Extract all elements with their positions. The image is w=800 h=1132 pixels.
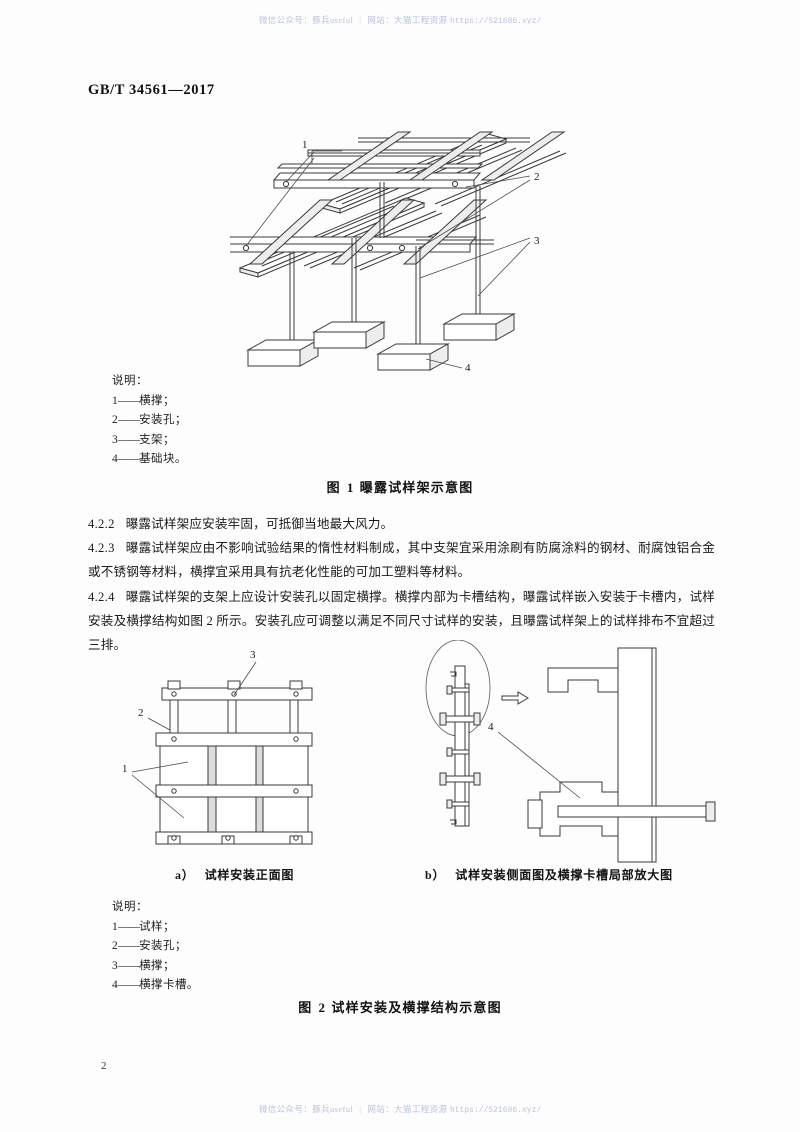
clause-text: 曝露试样架的支架上应设计安装孔以固定横撑。横撑内部为卡槽结构，曝露试样嵌入安装于… — [88, 589, 715, 653]
figure-2b-side-view: 4 — [425, 640, 716, 863]
legend-item-dash: —— — [118, 433, 140, 446]
clause-number: 4.2.3 — [88, 541, 115, 556]
figure-2b-text: 试样安装侧面图及横撑卡槽局部放大图 — [455, 868, 673, 882]
legend-item-dash: —— — [118, 453, 140, 465]
figure1-callout-2: 2 — [534, 171, 540, 183]
clause-number: 4.2.2 — [88, 517, 115, 531]
standard-code-header: GB/T 34561—2017 — [88, 82, 215, 98]
figure-2-caption-number: 图 2 — [298, 1000, 327, 1015]
watermark-site: 网站：大猫工程资源 — [367, 1104, 448, 1114]
legend-item-text: 横撑； — [139, 959, 175, 972]
figure-2-drawing: 3 2 1 — [110, 640, 730, 870]
legend-item-text: 基础块。 — [139, 453, 187, 465]
legend-item-text: 横撑卡槽。 — [139, 979, 199, 991]
clause-number: 4.2.4 — [88, 589, 115, 604]
figure-1-caption-number: 图 1 — [326, 480, 356, 495]
legend-item: 3——横撑； — [112, 957, 199, 977]
legend-item-num: 1 — [112, 920, 119, 933]
figure-2b-label: b） — [425, 868, 446, 882]
legend-title: 说明： — [112, 375, 148, 387]
legend-item: 1——横撑； — [112, 392, 187, 412]
legend-item-text: 横撑； — [139, 394, 175, 407]
legend-item-num: 4 — [112, 453, 119, 465]
figure2b-callout-4: 4 — [488, 721, 494, 733]
legend-item: 2——安装孔； — [112, 411, 187, 431]
watermark-wechat: 微信公众号：豚兵useful — [258, 15, 354, 25]
watermark-url: https://521686.xyz/ — [449, 17, 542, 26]
figure-2-caption-text: 试样安装及横撑结构示意图 — [331, 1000, 502, 1015]
figure-1-caption-text: 曝露试样架示意图 — [359, 480, 474, 495]
legend-item-dash: —— — [118, 940, 140, 952]
legend-item: 1——试样； — [112, 918, 199, 938]
legend-item-num: 3 — [112, 959, 119, 972]
legend-item-num: 1 — [112, 394, 119, 407]
watermark-top: 微信公众号：豚兵useful | 网站：大猫工程资源 https://521686.… — [0, 14, 800, 26]
figure-2a-text: 试样安装正面图 — [204, 868, 295, 882]
watermark-url: https://521686.xyz/ — [449, 1106, 542, 1115]
legend-item-num: 3 — [112, 433, 119, 446]
legend-item: 3——支架； — [112, 431, 187, 451]
watermark-separator: | — [359, 15, 362, 25]
figure-1-caption: 图 1 曝露试样架示意图 — [0, 477, 800, 496]
figure2a-callout-1: 1 — [122, 763, 128, 775]
legend-item-num: 4 — [112, 979, 119, 991]
watermark-site: 网站：大猫工程资源 — [367, 15, 448, 25]
legend-item-dash: —— — [118, 394, 140, 407]
legend-title: 说明： — [112, 901, 148, 913]
figure-2-caption: 图 2 试样安装及横撑结构示意图 — [0, 997, 800, 1016]
legend-item-text: 支架； — [139, 433, 175, 446]
figure1-callout-3: 3 — [534, 235, 540, 247]
legend-item-num: 2 — [112, 414, 119, 426]
watermark-separator: | — [359, 1104, 362, 1114]
watermark-wechat: 微信公众号：豚兵useful — [258, 1104, 354, 1114]
figure-2b-subcaption: b） 试样安装侧面图及横撑卡槽局部放大图 — [425, 866, 673, 883]
clause-4-2-2: 4.2.2 曝露试样架应安装牢固，可抵御当地最大风力。 — [88, 512, 715, 536]
legend-item-text: 试样； — [139, 920, 175, 933]
magnify-arrow-icon — [501, 691, 529, 705]
clause-text: 曝露试样架应安装牢固，可抵御当地最大风力。 — [125, 517, 394, 531]
legend-item-dash: —— — [118, 979, 140, 991]
figure-2a-subcaption: a） 试样安装正面图 — [175, 866, 294, 883]
figure-1-drawing: 1 2 3 4 — [230, 118, 590, 373]
figure-2a-front-view: 3 2 1 — [122, 649, 313, 845]
legend-item: 4——基础块。 — [112, 450, 187, 470]
figure2a-callout-3: 3 — [250, 649, 256, 661]
legend-item-text: 安装孔； — [139, 414, 187, 426]
figure2a-callout-2: 2 — [138, 707, 144, 719]
watermark-bottom: 微信公众号：豚兵useful | 网站：大猫工程资源 https://521686.… — [0, 1103, 800, 1115]
figure-2-legend: 说明： 1——试样； 2——安装孔； 3——横撑； 4——横撑卡槽。 — [112, 898, 199, 996]
legend-item: 2——安装孔； — [112, 937, 199, 957]
legend-item-dash: —— — [118, 920, 140, 933]
legend-item-dash: —— — [118, 414, 140, 426]
figure1-callout-1: 1 — [302, 139, 308, 151]
figure-2a-label: a） — [175, 868, 195, 882]
clause-text: 曝露试样架应由不影响试验结果的惰性材料制成，其中支架宜采用涂刷有防腐涂料的钢材、… — [88, 541, 715, 580]
legend-item-num: 2 — [112, 940, 119, 952]
legend-item-dash: —— — [118, 959, 140, 972]
page-number: 2 — [101, 1060, 107, 1072]
legend-item: 4——横撑卡槽。 — [112, 976, 199, 996]
legend-item-text: 安装孔； — [139, 940, 187, 952]
figure1-callout-4: 4 — [465, 362, 471, 373]
figure-1-legend: 说明： 1——横撑； 2——安装孔； 3——支架； 4——基础块。 — [112, 372, 187, 470]
